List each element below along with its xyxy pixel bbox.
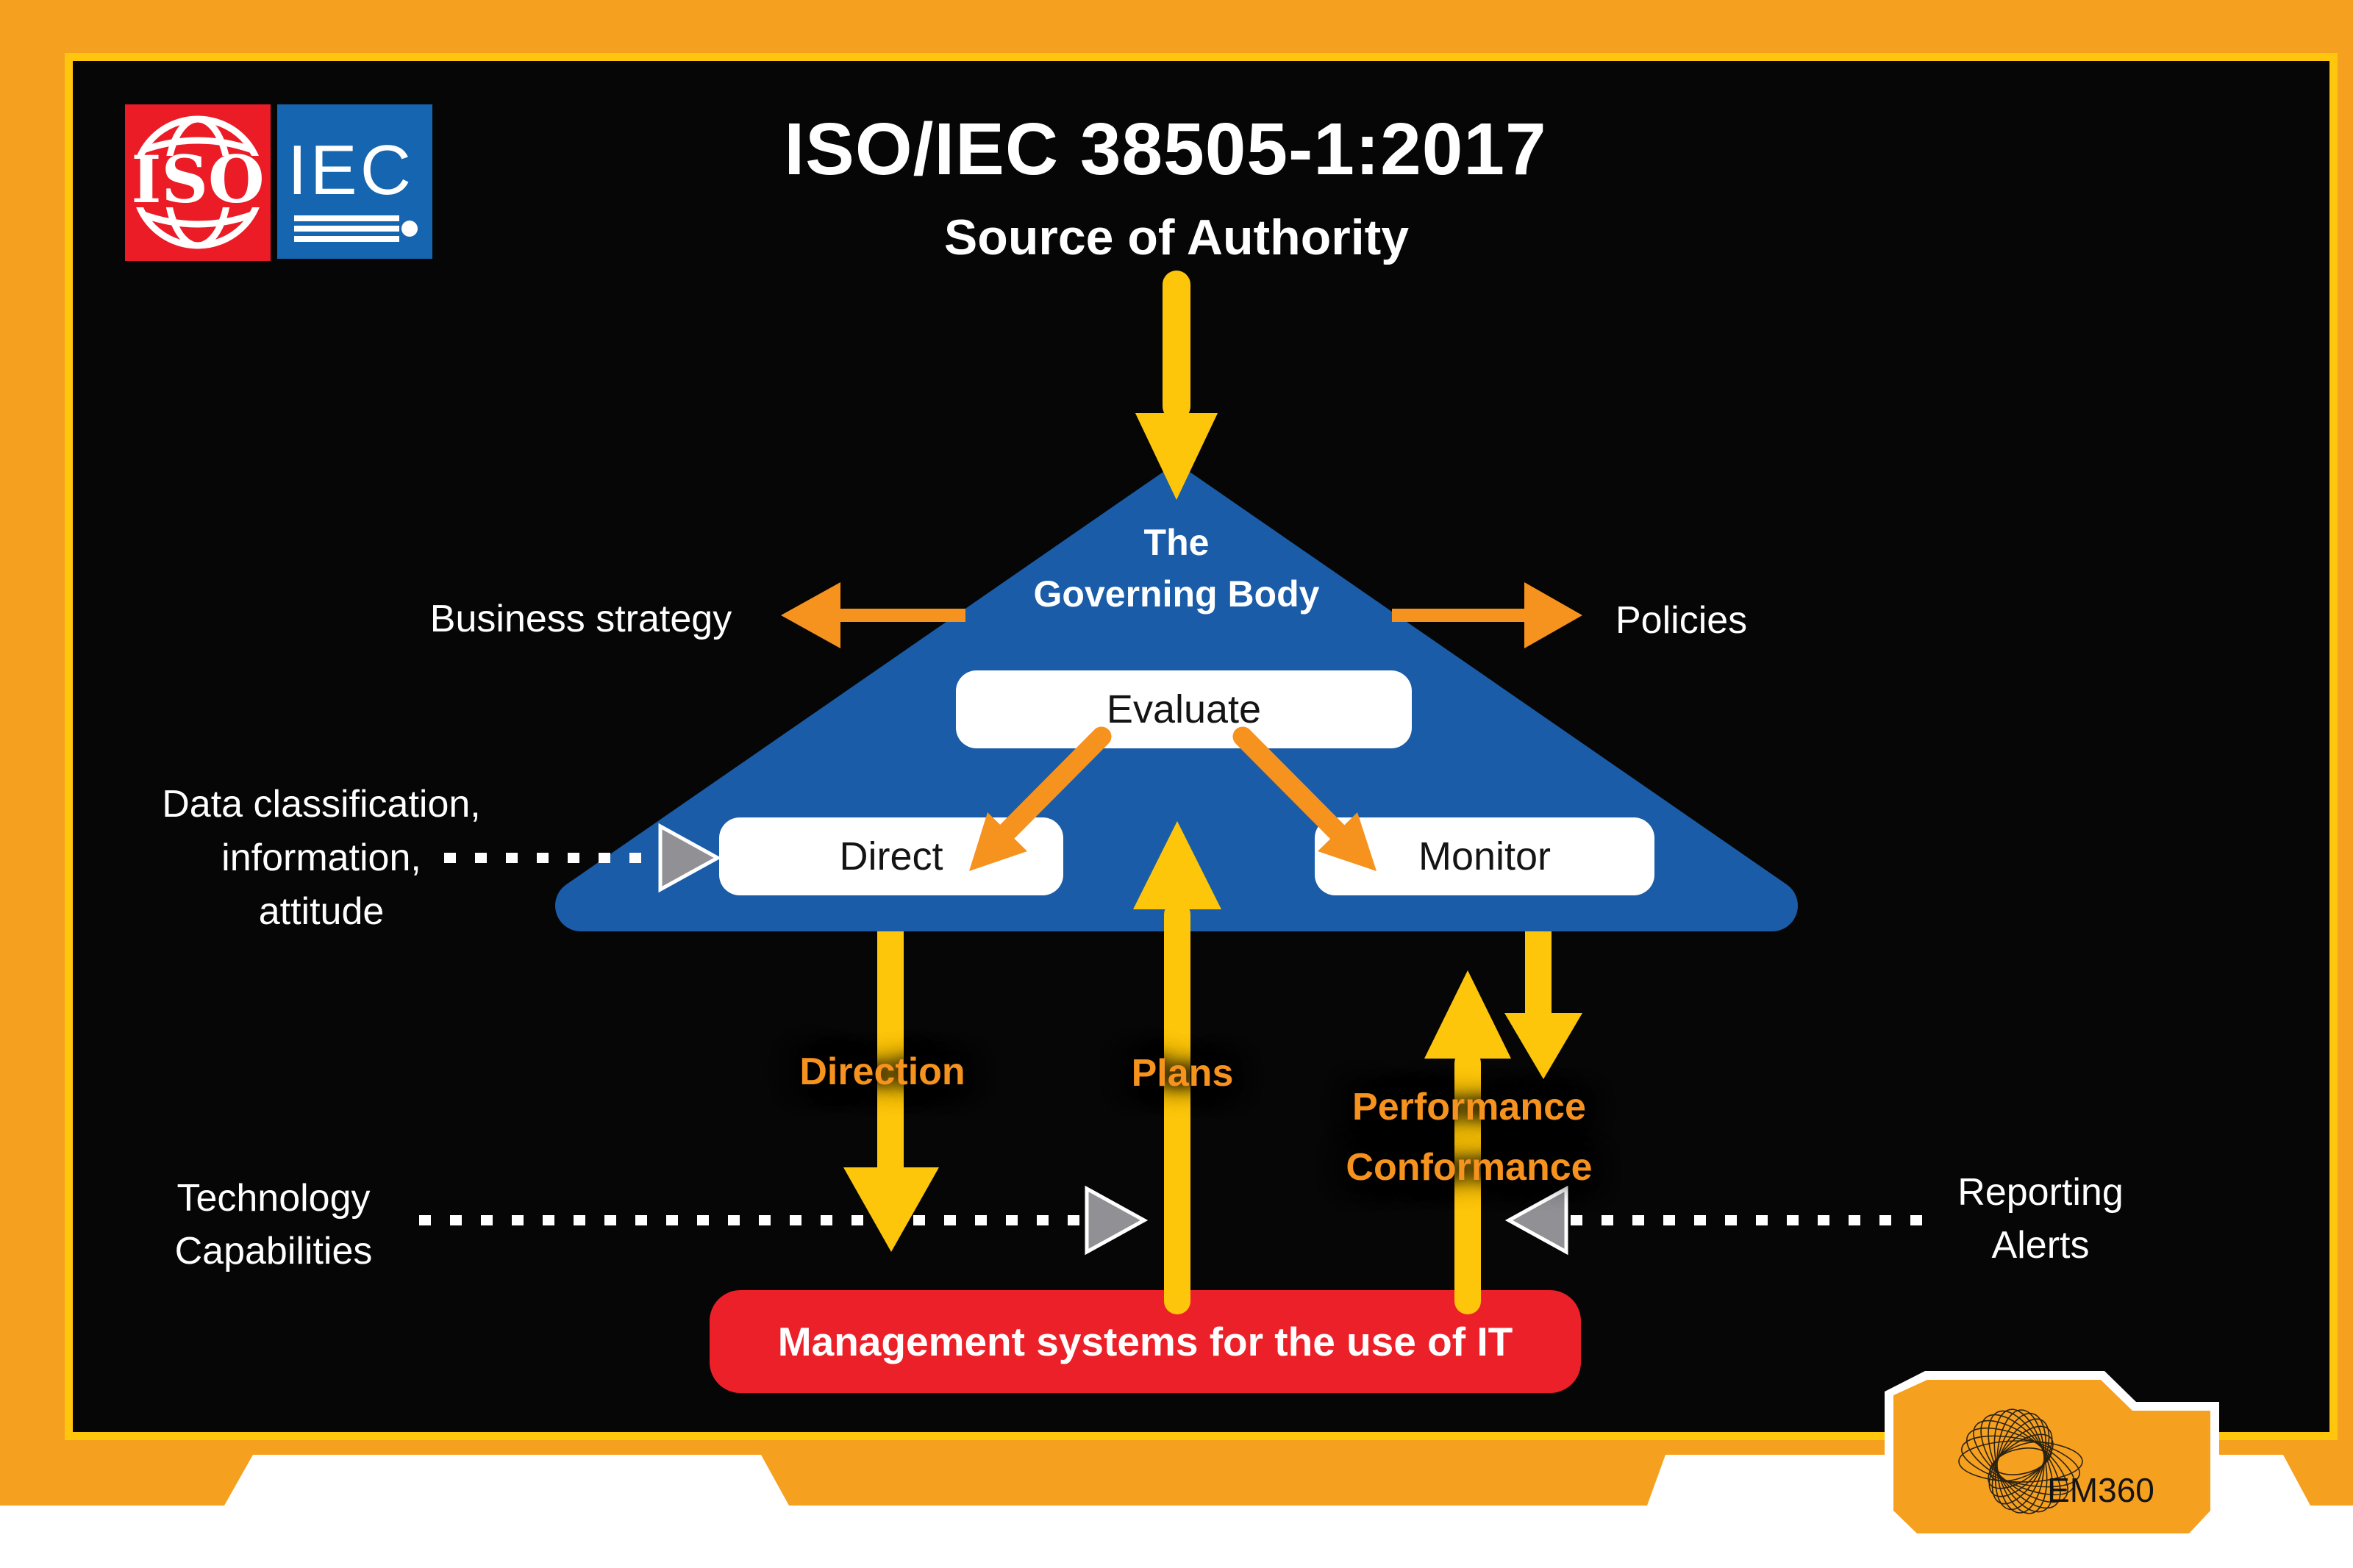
performance-label: Performance <box>1352 1086 1586 1128</box>
monitor-box: Monitor <box>1315 817 1654 895</box>
evaluate-box: Evaluate <box>956 670 1412 748</box>
business-strategy-label: Business strategy <box>429 598 732 640</box>
policies-label: Policies <box>1615 599 1748 642</box>
governing-body-line1: The <box>1143 522 1210 563</box>
management-systems-box: Management systems for the use of IT <box>710 1290 1581 1393</box>
direct-label: Direct <box>839 834 943 878</box>
technology-line2: Capabilities <box>174 1230 373 1272</box>
technology-capabilities-label: Technology Capabilities <box>53 1172 494 1278</box>
direct-box: Direct <box>719 817 1063 895</box>
governing-body-label: The Governing Body <box>919 517 1434 620</box>
management-systems-label: Management systems for the use of IT <box>777 1319 1513 1364</box>
iso-globe-icon: ISO <box>125 115 271 249</box>
iec-lines-icon: IEC <box>288 131 418 242</box>
evaluate-label: Evaluate <box>1106 687 1262 731</box>
iec-logo: IEC <box>277 104 432 259</box>
page-title: ISO/IEC 38505-1:2017 <box>784 108 1547 190</box>
em360-badge-body <box>1893 1380 2210 1533</box>
svg-text:ISO: ISO <box>131 141 264 218</box>
em360-label: EM360 <box>2047 1471 2154 1509</box>
iso-logo: ISO <box>125 104 271 261</box>
data-classification-label: Data classification, information, attitu… <box>64 778 579 939</box>
reporting-line1: Reporting <box>1957 1171 2124 1214</box>
em360-badge: EM360 <box>1885 1371 2219 1542</box>
reporting-line2: Alerts <box>1991 1224 2090 1267</box>
em360-spiral-icon <box>1958 1408 2083 1514</box>
governing-body-line2: Governing Body <box>1033 573 1320 615</box>
data-classification-line2: information, <box>221 837 421 879</box>
page-subtitle: Source of Authority <box>943 210 1410 265</box>
data-classification-line3: attitude <box>258 890 385 933</box>
technology-line1: Technology <box>176 1177 371 1220</box>
reporting-alerts-label: Reporting Alerts <box>1820 1166 2261 1272</box>
monitor-label: Monitor <box>1418 834 1552 878</box>
data-classification-line1: Data classification, <box>162 783 481 826</box>
conformance-label: Conformance <box>1346 1146 1593 1189</box>
svg-text:IEC: IEC <box>288 131 414 210</box>
